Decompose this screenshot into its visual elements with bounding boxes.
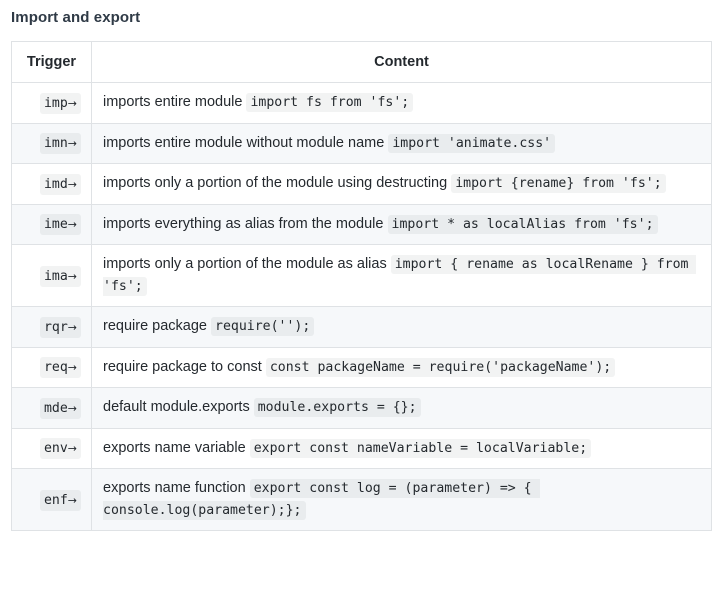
content-cell: imports only a portion of the module as … xyxy=(91,244,712,307)
trigger-code: imn→ xyxy=(39,133,81,155)
trigger-cell: enf→ xyxy=(11,468,92,531)
table-header-row: Trigger Content xyxy=(11,41,712,83)
trigger-code: rqr→ xyxy=(39,316,81,338)
table-row: imp→ imports entire module import fs from… xyxy=(11,82,712,124)
snippet-description: imports entire module xyxy=(103,94,247,110)
trigger-code: env→ xyxy=(39,438,81,460)
content-cell: imports everything as alias from the mod… xyxy=(91,203,712,245)
trigger-code: enf→ xyxy=(39,489,81,511)
trigger-cell: ima→ xyxy=(11,244,92,307)
content-cell: exports name function export const log =… xyxy=(91,468,712,531)
trigger-cell: imd→ xyxy=(11,163,92,205)
snippet-code: import fs from 'fs'; xyxy=(246,93,414,112)
snippet-code: require(''); xyxy=(211,317,315,336)
table-row: ime→ imports everything as alias from the… xyxy=(11,203,712,245)
arrow-right-icon: → xyxy=(67,442,77,456)
table-body: imp→ imports entire module import fs from… xyxy=(11,82,712,531)
trigger-code: req→ xyxy=(39,357,81,379)
arrow-right-icon: → xyxy=(67,401,77,415)
trigger-code: imd→ xyxy=(39,173,81,195)
content-cell: default module.exports module.exports = … xyxy=(91,387,712,429)
snippets-table-container: Trigger Content imp→ imports entire modul… xyxy=(0,41,724,531)
arrow-right-icon: → xyxy=(67,96,77,110)
column-header-content: Content xyxy=(91,41,712,83)
arrow-right-icon: → xyxy=(67,320,77,334)
snippet-description: imports entire module without module nam… xyxy=(103,134,389,151)
content-cell: imports entire module import fs from 'fs… xyxy=(91,82,712,124)
trigger-cell: req→ xyxy=(11,346,92,388)
table-header: Trigger Content xyxy=(11,41,712,83)
snippet-description: imports only a portion of the module usi… xyxy=(103,175,452,191)
snippet-description: exports name variable xyxy=(103,439,250,456)
table-row: rqr→ require package require(''); xyxy=(11,306,712,348)
table-row: env→ exports name variable export const n… xyxy=(11,427,712,469)
trigger-cell: mde→ xyxy=(11,387,92,429)
snippet-code: import * as localAlias from 'fs'; xyxy=(387,214,658,234)
trigger-code: ime→ xyxy=(39,214,81,236)
content-cell: imports only a portion of the module usi… xyxy=(91,163,712,205)
table-row: imn→ imports entire module without module… xyxy=(11,122,712,164)
snippet-description: require package xyxy=(103,318,212,334)
arrow-right-icon: → xyxy=(67,137,77,151)
snippet-description: default module.exports xyxy=(103,399,254,415)
snippet-code: const packageName = require('packageName… xyxy=(265,357,616,377)
content-cell: require package require(''); xyxy=(91,306,712,348)
page-title: Import and export xyxy=(11,9,141,26)
column-header-trigger: Trigger xyxy=(11,41,92,83)
snippet-description: imports everything as alias from the mod… xyxy=(103,215,388,232)
snippet-description: imports only a portion of the module as … xyxy=(103,256,391,272)
arrow-right-icon: → xyxy=(67,493,77,507)
table-row: enf→ exports name function export const l… xyxy=(11,468,712,531)
trigger-code: mde→ xyxy=(39,397,81,419)
snippet-code: import {rename} from 'fs'; xyxy=(451,174,666,193)
table-row: req→ require package to const const packa… xyxy=(11,346,712,388)
trigger-code: ima→ xyxy=(39,265,81,287)
snippet-code: export const nameVariable = localVariabl… xyxy=(249,438,592,458)
trigger-cell: imp→ xyxy=(11,82,92,124)
content-cell: require package to const const packageNa… xyxy=(91,346,712,388)
trigger-cell: env→ xyxy=(11,427,92,469)
arrow-right-icon: → xyxy=(67,177,77,191)
arrow-right-icon: → xyxy=(67,218,77,232)
trigger-cell: rqr→ xyxy=(11,306,92,348)
table-row: mde→ default module.exports module.export… xyxy=(11,387,712,429)
arrow-right-icon: → xyxy=(67,361,77,375)
snippet-description: exports name function xyxy=(103,480,250,496)
content-cell: imports entire module without module nam… xyxy=(91,122,712,164)
trigger-cell: ime→ xyxy=(11,203,92,245)
content-cell: exports name variable export const nameV… xyxy=(91,427,712,469)
arrow-right-icon: → xyxy=(67,269,77,283)
trigger-cell: imn→ xyxy=(11,122,92,164)
snippet-description: require package to const xyxy=(103,358,266,375)
table-row: imd→ imports only a portion of the module… xyxy=(11,163,712,205)
snippets-table: Trigger Content imp→ imports entire modul… xyxy=(11,41,712,531)
trigger-code: imp→ xyxy=(39,92,81,114)
table-row: ima→ imports only a portion of the module… xyxy=(11,244,712,307)
snippet-code: import 'animate.css' xyxy=(388,133,556,153)
snippet-code: module.exports = {}; xyxy=(253,398,421,417)
